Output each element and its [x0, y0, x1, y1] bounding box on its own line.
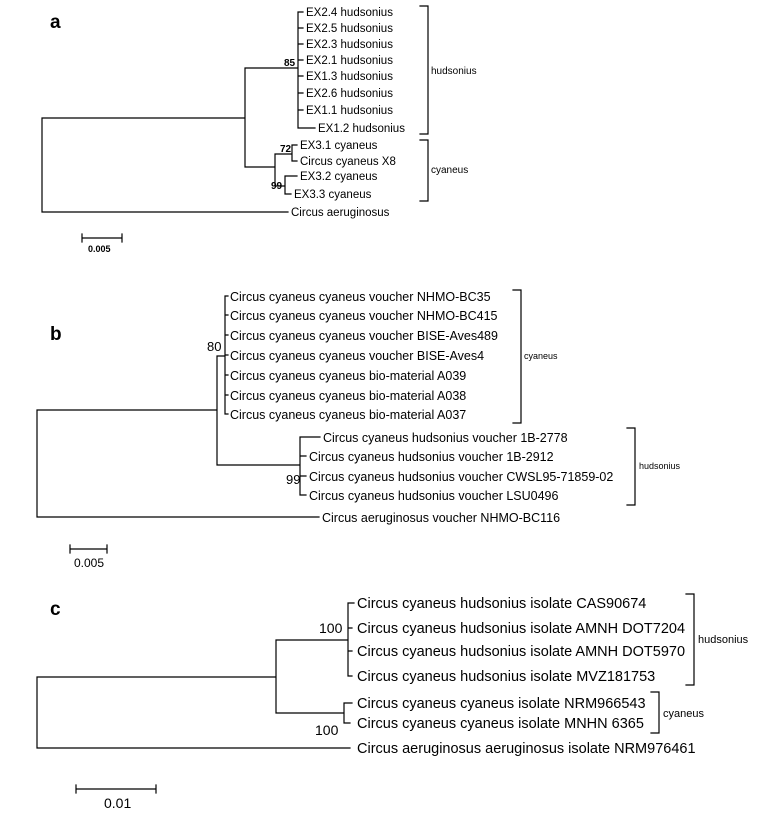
tip-label: EX2.4 hudsonius: [306, 7, 393, 19]
bootstrap-value: 80: [207, 339, 221, 354]
tip-label: Circus aeruginosus aeruginosus isolate N…: [357, 741, 696, 757]
tip-label: EX2.3 hudsonius: [306, 39, 393, 51]
tip-label: Circus cyaneus cyaneus isolate MNHN 6365: [357, 716, 644, 732]
panel-a-branches: [41, 11, 316, 213]
panel-b-scale-bar: [69, 544, 108, 554]
tip-label: EX1.3 hudsonius: [306, 71, 393, 83]
clade-label-cyaneus: cyaneus: [663, 708, 704, 720]
panel-a-clade-brackets: [419, 5, 429, 202]
scale-bar-label: 0.005: [74, 556, 104, 570]
panel-c-branches: [36, 602, 355, 749]
tip-label: Circus cyaneus cyaneus bio-material A039: [230, 369, 466, 383]
tip-label: Circus cyaneus hudsonius voucher LSU0496: [309, 489, 558, 503]
tip-label: Circus cyaneus cyaneus isolate NRM966543: [357, 696, 646, 712]
tip-label: EX2.5 hudsonius: [306, 23, 393, 35]
clade-label-cyaneus: cyaneus: [431, 165, 468, 176]
panel-b-branches: [36, 295, 321, 518]
panel-c-tip-labels: Circus cyaneus hudsonius isolate CAS9067…: [357, 596, 696, 757]
tip-label: EX2.6 hudsonius: [306, 88, 393, 100]
tip-label: EX1.1 hudsonius: [306, 105, 393, 117]
clade-label-hudsonius: hudsonius: [639, 461, 681, 471]
tip-label: Circus cyaneus cyaneus voucher BISE-Aves…: [230, 349, 484, 363]
panel-c-label: c: [50, 599, 61, 620]
panel-c-clade-brackets: [650, 593, 695, 734]
panel-b-bootstrap: 80 99: [207, 339, 300, 487]
tip-label: Circus cyaneus X8: [300, 156, 396, 168]
tip-label: Circus cyaneus hudsonius isolate AMNH DO…: [357, 644, 685, 660]
scale-bar-label: 0.005: [88, 244, 111, 254]
bootstrap-value: 99: [286, 472, 300, 487]
panel-c: c Circus cyaneus hudsonius isolate CAS90…: [36, 593, 749, 811]
clade-label-cyaneus: cyaneus: [524, 351, 558, 361]
tip-label: Circus cyaneus cyaneus bio-material A037: [230, 408, 466, 422]
tip-label: EX2.1 hudsonius: [306, 55, 393, 67]
bootstrap-value: 72: [280, 144, 292, 155]
panel-a-scale-bar: [81, 233, 123, 243]
tip-label: Circus cyaneus hudsonius voucher CWSL95-…: [309, 470, 613, 484]
clade-label-hudsonius: hudsonius: [698, 634, 749, 646]
tip-label: Circus cyaneus cyaneus voucher BISE-Aves…: [230, 329, 498, 343]
panel-a-label: a: [50, 12, 61, 33]
clade-label-hudsonius: hudsonius: [431, 66, 477, 77]
panel-a-bootstrap: 85 72 99: [271, 58, 296, 192]
panel-a-tip-labels: EX2.4 hudsonius EX2.5 hudsonius EX2.3 hu…: [291, 7, 405, 219]
tip-label: Circus cyaneus hudsonius voucher 1B-2912: [309, 450, 554, 464]
tip-label: Circus cyaneus hudsonius isolate AMNH DO…: [357, 621, 685, 637]
scale-bar-label: 0.01: [104, 795, 131, 811]
tip-label: Circus aeruginosus voucher NHMO-BC116: [322, 511, 560, 525]
panel-b-tip-labels: Circus cyaneus cyaneus voucher NHMO-BC35…: [230, 290, 613, 525]
panel-b: b Circus cyaneus cyaneus voucher NHMO-BC…: [36, 289, 681, 570]
tip-label: EX1.2 hudsonius: [318, 123, 405, 135]
bootstrap-value: 85: [284, 58, 296, 69]
tip-label: Circus cyaneus cyaneus bio-material A038: [230, 389, 466, 403]
tip-label: Circus aeruginosus: [291, 207, 390, 219]
panel-c-scale-bar: [75, 784, 157, 794]
panel-c-bootstrap: 100 100: [315, 620, 343, 738]
tip-label: EX3.3 cyaneus: [294, 189, 372, 201]
tip-label: EX3.2 cyaneus: [300, 171, 378, 183]
tip-label: Circus cyaneus hudsonius isolate MVZ1817…: [357, 669, 655, 685]
bootstrap-value: 100: [315, 722, 339, 738]
tip-label: Circus cyaneus cyaneus voucher NHMO-BC41…: [230, 309, 498, 323]
bootstrap-value: 100: [319, 620, 343, 636]
tip-label: Circus cyaneus hudsonius voucher 1B-2778: [323, 431, 568, 445]
tip-label: EX3.1 cyaneus: [300, 140, 378, 152]
tip-label: Circus cyaneus cyaneus voucher NHMO-BC35: [230, 290, 491, 304]
panel-a: a EX2.4 hudsonius EX2.5 hudsonius EX2.3 …: [41, 5, 477, 254]
bootstrap-value: 99: [271, 181, 283, 192]
panel-b-label: b: [50, 324, 62, 345]
tip-label: Circus cyaneus hudsonius isolate CAS9067…: [357, 596, 646, 612]
panel-b-clade-brackets: [512, 289, 636, 506]
